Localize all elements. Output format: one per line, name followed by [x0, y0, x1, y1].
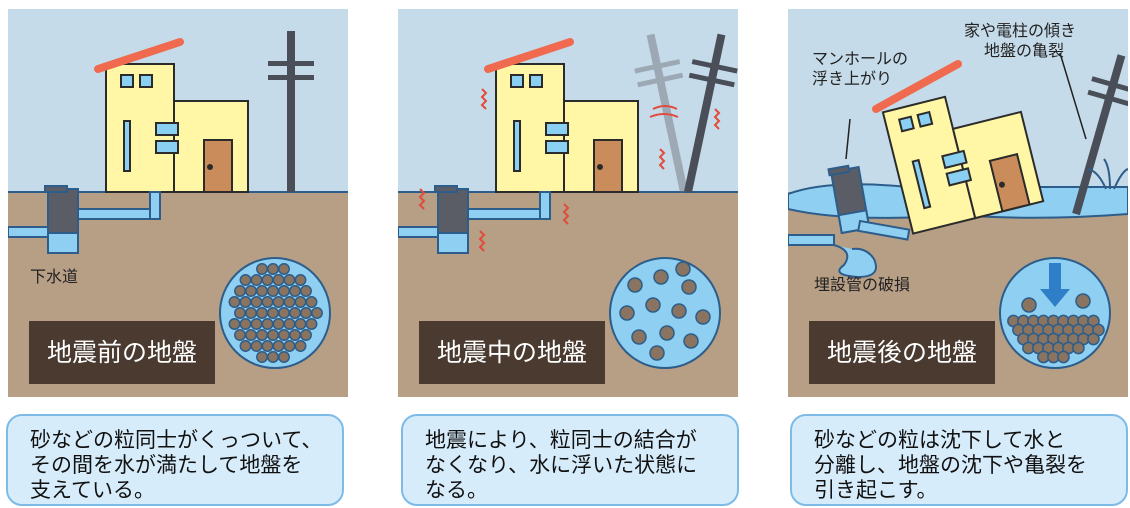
caption-before: 砂などの粒同士がくっついて、 その間を水が満たして地盤を 支えている。 — [6, 414, 344, 506]
panel-label: 地震後の地盤 — [809, 321, 996, 384]
house — [881, 95, 1045, 235]
caption-line: 砂などの粒は沈下して水と — [814, 428, 1066, 452]
house — [495, 63, 639, 193]
panel-before: 下水道 地震前の地盤 — [8, 9, 348, 397]
tilt-label-line2: 地盤の亀裂 — [984, 41, 1065, 60]
door — [203, 139, 233, 193]
manhole-label-line2: 浮き上がり — [812, 69, 893, 88]
utility-pole — [268, 31, 314, 192]
door — [988, 152, 1031, 213]
caption-line: 支えている。 — [30, 478, 155, 502]
leader-pole — [1059, 52, 1087, 140]
house — [105, 63, 249, 193]
roof — [872, 60, 962, 113]
caption-line: その間を水が満たして地盤を — [30, 453, 303, 477]
caption-line: 分離し、地盤の沈下や亀裂を — [814, 453, 1087, 477]
manhole-floating — [827, 164, 871, 235]
shake-marks — [418, 88, 721, 252]
panel-label: 地震中の地盤 — [419, 321, 606, 384]
caption-after: 砂などの粒は沈下して水と 分離し、地盤の沈下や亀裂を 引き起こす。 — [790, 414, 1128, 506]
utility-pole — [1072, 54, 1128, 216]
sewer-pipe — [398, 185, 551, 254]
utility-pole — [684, 33, 738, 193]
soil-grains — [228, 263, 323, 363]
caption-line: なくなり、水に浮いた状態に — [425, 453, 698, 477]
panel-during: 地震中の地盤 — [398, 9, 738, 397]
water-spout — [1087, 158, 1128, 190]
soil-grains — [619, 261, 711, 361]
scene-before — [8, 9, 348, 397]
caption-line: なる。 — [425, 478, 488, 502]
broken-pipe — [788, 219, 911, 279]
caption-during: 地震により、粒同士の結合が なくなり、水に浮いた状態に なる。 — [401, 414, 739, 506]
roof — [94, 38, 184, 73]
manhole-label-line1: マンホールの — [812, 49, 909, 68]
caption-line: 引き起こす。 — [814, 478, 938, 502]
caption-line: 地震により、粒同士の結合が — [425, 428, 697, 452]
tilt-label-line1: 家や電柱の傾き — [964, 21, 1077, 40]
roof — [484, 38, 574, 73]
sewer-label: 下水道 — [30, 267, 79, 286]
caption-line: 砂などの粒同士がくっついて、 — [30, 428, 323, 452]
settle-arrow — [1040, 263, 1070, 307]
panel-after: マンホールの 浮き上がり 家や電柱の傾き 地盤の亀裂 埋設管の破損 地震後の地盤 — [788, 9, 1128, 397]
panel-label: 地震前の地盤 — [29, 321, 216, 384]
pipe-damage-label: 埋設管の破損 — [814, 275, 911, 294]
soil-grains — [1007, 293, 1105, 364]
leader-manhole — [845, 118, 851, 160]
sewer-pipe — [8, 185, 161, 254]
